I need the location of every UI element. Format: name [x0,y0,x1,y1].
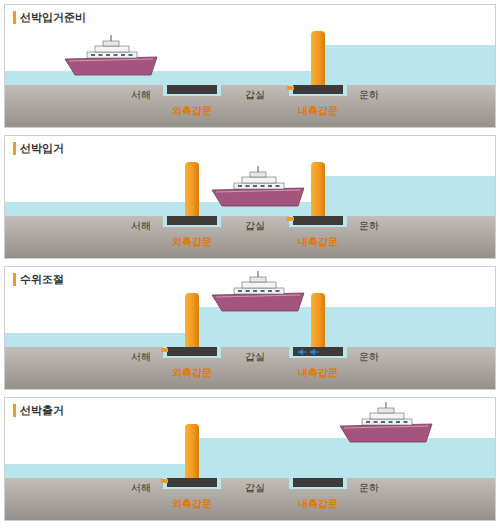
place-label: 갑실 [245,482,265,494]
panel-title: 선박입거준비 [13,11,86,24]
gate-label: 내측갑문 [298,236,338,248]
gate-label: 내측갑문 [298,105,338,117]
lock-illustration [5,267,496,390]
gate-label: 외측갑문 [172,498,212,510]
gate-label: 외측갑문 [172,236,212,248]
lock-illustration [5,136,496,259]
place-label: 서해 [131,220,151,232]
place-label: 서해 [131,351,151,363]
panel-title: 수위조절 [13,273,64,286]
lock-panel: 선박출거서해 갑실 운하외측갑문 내측갑문 [4,397,496,521]
place-label: 운하 [359,89,379,101]
place-label: 서해 [131,482,151,494]
lock-panel: 수위조절서해 갑실 운하외측갑문 내측갑문 [4,266,496,390]
gate-label: 내측갑문 [298,498,338,510]
place-label: 갑실 [245,89,265,101]
place-label: 운하 [359,482,379,494]
panel-title: 선박입거 [13,142,64,155]
lock-panel: 선박입거준비서해 갑실 운하외측갑문 내측갑문 [4,4,496,128]
lock-panel: 선박입거서해 갑실 운하외측갑문 내측갑문 [4,135,496,259]
gate-label: 외측갑문 [172,367,212,379]
place-label: 운하 [359,220,379,232]
place-label: 갑실 [245,351,265,363]
lock-illustration [5,398,496,521]
place-label: 운하 [359,351,379,363]
gate-label: 외측갑문 [172,105,212,117]
place-label: 서해 [131,89,151,101]
panel-title: 선박출거 [13,404,64,417]
gate-label: 내측갑문 [298,367,338,379]
place-label: 갑실 [245,220,265,232]
